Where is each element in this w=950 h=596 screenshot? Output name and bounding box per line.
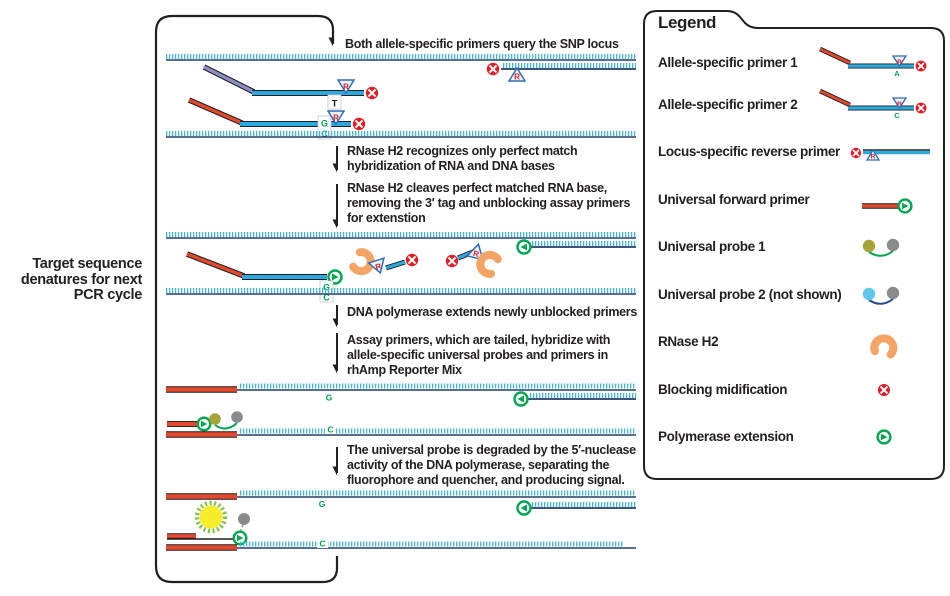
svg-text:C: C: [894, 111, 900, 120]
reverse-primer-annealed-3: [516, 500, 636, 516]
universal-forward-primer-icon: [862, 198, 913, 214]
legend-item-allele-primer-1: Allele-specific primer 1: [658, 55, 798, 70]
svg-text:R: R: [897, 59, 902, 66]
dna-strand-bottom-2: [166, 288, 636, 295]
step-2-caption: RNase H2 recognizes only perfect match h…: [347, 144, 578, 174]
legend-title: Legend: [658, 13, 717, 32]
legend-item-allele-primer-2: Allele-specific primer 2: [658, 97, 798, 112]
legend-item-polymerase-extension: Polymerase extension: [658, 429, 794, 444]
svg-text:G: G: [321, 119, 328, 129]
svg-text:G: G: [323, 283, 330, 293]
dna-strand-bottom: [166, 131, 636, 138]
svg-text:G: G: [319, 499, 326, 509]
allele-specific-primer-2: G C R: [187, 97, 366, 140]
rnase-h2-cleaved-fragment-2: R: [445, 242, 502, 278]
legend-item-forward-primer: Universal forward primer: [658, 192, 810, 207]
amplicon-strand-c: C: [166, 424, 636, 438]
universal-probe-1-icon: [862, 238, 900, 257]
locus-specific-reverse-primer: R: [486, 62, 636, 82]
legend-item-probe-1: Universal probe 1: [658, 239, 766, 254]
blocking-modification-icon: [878, 384, 890, 396]
amplicon-strand-g-2: G: [166, 490, 636, 509]
pcr-cycle-loop-border: [154, 14, 339, 584]
reverse-primer-annealed: [516, 239, 636, 255]
unblocked-primer-2: G C: [186, 251, 343, 303]
universal-forward-primer-with-probe: [167, 411, 243, 432]
svg-text:G: G: [326, 393, 333, 403]
locus-specific-reverse-primer-icon: R: [850, 147, 930, 161]
step-6-caption: The universal probe is degraded by the 5…: [347, 443, 636, 488]
side-label-target-denatures: Target sequence denatures for next PCR c…: [20, 256, 142, 303]
svg-text:R: R: [472, 249, 480, 259]
amplicon-strand-c-2: C: [166, 538, 636, 551]
svg-text:C: C: [323, 293, 330, 303]
allele-specific-primer-1: T R: [202, 64, 379, 110]
svg-text:R: R: [897, 101, 902, 108]
rnase-h2-cleaved-fragment-1: R: [349, 248, 419, 276]
legend-item-probe-2: Universal probe 2 (not shown): [658, 287, 842, 302]
legend-item-blocking-modification: Blocking midification: [658, 382, 788, 397]
step-1-caption: Both allele-specific primers query the S…: [345, 37, 619, 51]
svg-text:C: C: [321, 129, 328, 139]
allele-specific-primer-2-icon: R C: [819, 88, 927, 120]
svg-text:C: C: [327, 425, 333, 435]
amplicon-strand-g: G: [166, 383, 636, 403]
svg-text:C: C: [319, 539, 325, 549]
reverse-primer-annealed-2: [513, 391, 636, 407]
legend-item-rnase-h2: RNase H2: [658, 334, 719, 349]
legend-border: [643, 10, 945, 480]
step-5-caption: Assay primers, which are tailed, hybridi…: [347, 333, 611, 378]
svg-text:A: A: [894, 69, 900, 78]
fluorophore-signal: [194, 500, 250, 534]
dna-strand-top: [166, 54, 636, 61]
svg-text:R: R: [333, 114, 339, 123]
universal-probe-2-icon: [862, 286, 900, 305]
svg-text:R: R: [343, 83, 349, 92]
extending-universal-primer: [167, 530, 248, 546]
step-3-caption: RNase H2 cleaves perfect matched RNA bas…: [347, 181, 631, 226]
polymerase-extension-icon: [876, 429, 892, 445]
svg-text:R: R: [514, 73, 520, 82]
rnase-h2-icon: [870, 334, 898, 359]
legend-item-reverse-primer: Locus-specific reverse primer: [658, 144, 840, 159]
dna-strand-top-2: [166, 232, 636, 239]
svg-text:R: R: [374, 262, 382, 272]
allele-specific-primer-1-icon: R A: [819, 46, 927, 78]
step-4-caption: DNA polymerase extends newly unblocked p…: [347, 305, 638, 319]
svg-text:R: R: [871, 154, 876, 161]
svg-text:T: T: [332, 99, 338, 110]
